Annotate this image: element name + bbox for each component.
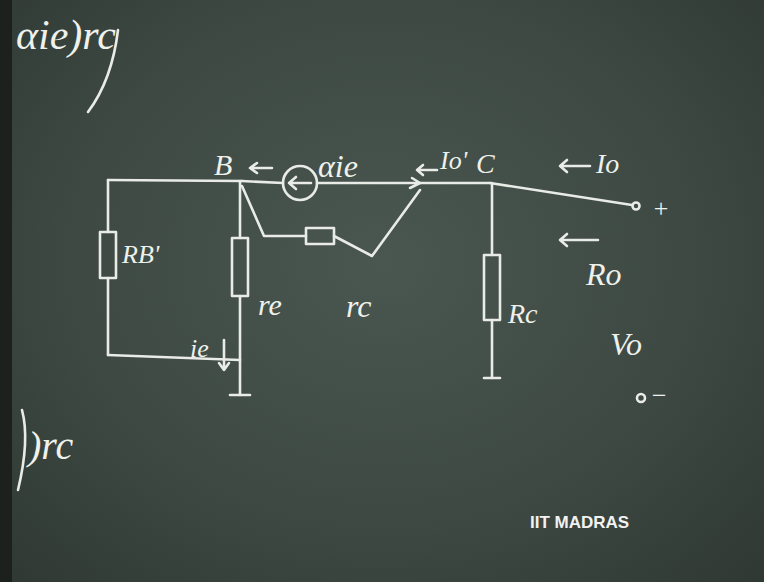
wire (491, 183, 494, 378)
wire (107, 180, 110, 355)
wire (490, 183, 632, 205)
node-label: B (214, 150, 232, 180)
ground-symbol (230, 394, 250, 397)
italic-label: )rc (28, 426, 73, 466)
node-label: C (476, 150, 495, 178)
voltage-label: Vo (610, 328, 642, 360)
current-arrow (219, 340, 229, 370)
resistor-label: Rc (508, 300, 538, 328)
current-arrow (560, 160, 590, 172)
resistance-label: Ro (586, 258, 622, 290)
resistor-symbol (232, 238, 248, 296)
resistor-symbol (306, 228, 334, 244)
resistor-label: rc (346, 290, 371, 322)
current-source-symbol (283, 166, 317, 200)
current-arrow (250, 163, 272, 173)
source-arrow (289, 177, 311, 189)
current-label: ie (190, 336, 209, 362)
resistor-label: RB' (122, 242, 159, 268)
terminal (637, 394, 645, 402)
arrow-mark (410, 178, 420, 188)
wire (239, 181, 242, 395)
current-label: Io' (440, 148, 467, 174)
board-frame (0, 0, 12, 582)
wire (108, 355, 240, 360)
ground-symbol (484, 377, 500, 380)
wire (242, 181, 490, 183)
chalk-stroke (18, 410, 25, 490)
wire (108, 180, 242, 181)
italic-label: αie)rc (16, 14, 116, 56)
resistor-symbol (484, 255, 500, 320)
resistor-symbol (100, 232, 116, 278)
resistance-arrow (560, 234, 598, 246)
watermark: IIT MADRAS (530, 514, 629, 531)
terminal (633, 203, 640, 210)
resistor-label: re (258, 290, 282, 320)
wire (242, 186, 420, 256)
current-arrow (417, 165, 437, 175)
terminal-sign: + (652, 196, 670, 222)
source-label: αie (318, 150, 358, 182)
current-label: Io (596, 150, 619, 178)
terminal-sign: − (650, 383, 668, 409)
